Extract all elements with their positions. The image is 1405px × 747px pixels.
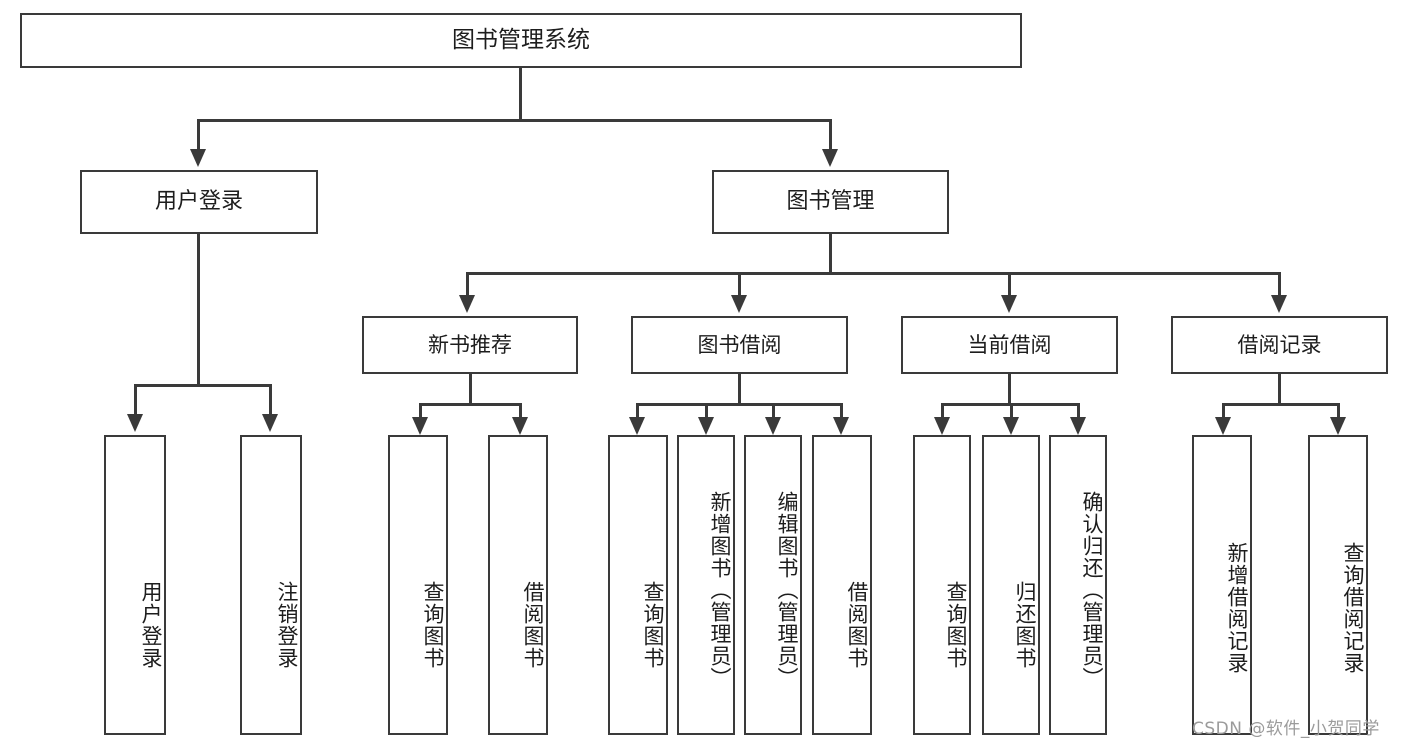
leaf-current-borrow-return[interactable]: 归还图书 <box>982 435 1040 735</box>
node-label: 新增图书（管理员） <box>708 491 732 689</box>
leaf-user-login-logout[interactable]: 注销登录 <box>240 435 302 735</box>
connector-borrow-record-stem <box>1278 374 1281 405</box>
arrowhead-icon <box>833 417 849 435</box>
arrowhead-icon <box>262 414 278 432</box>
connector-book-borrow-branch-4 <box>840 403 843 419</box>
leaf-book-borrow-borrow[interactable]: 借阅图书 <box>812 435 872 735</box>
connector-new-book-stem <box>469 374 472 405</box>
connector-book-manage-branch-2 <box>738 272 741 298</box>
connector-book-borrow-branch-2 <box>705 403 708 419</box>
arrowhead-icon <box>127 414 143 432</box>
arrowhead-icon <box>629 417 645 435</box>
connector-book-manage-stem <box>829 234 832 274</box>
node-label: 查询图书 <box>641 581 665 669</box>
arrowhead-icon <box>512 417 528 435</box>
connector-borrow-record-branch-1 <box>1222 403 1225 419</box>
connector-current-borrow-branch-2 <box>1010 403 1013 419</box>
arrowhead-icon <box>1215 417 1231 435</box>
leaf-new-book-query[interactable]: 查询图书 <box>388 435 448 735</box>
node-label: 查询图书 <box>421 581 445 669</box>
leaf-book-borrow-add-admin[interactable]: 新增图书（管理员） <box>677 435 735 735</box>
connector-book-manage-branch-1 <box>466 272 469 298</box>
node-current-borrow[interactable]: 当前借阅 <box>901 316 1118 374</box>
node-label: 查询借阅记录 <box>1341 541 1365 674</box>
connector-new-book-branch-1 <box>419 403 422 419</box>
connector-book-borrow-branch-3 <box>772 403 775 419</box>
connector-book-manage-branch-3 <box>1008 272 1011 298</box>
connector-book-manage-bar <box>466 272 1280 275</box>
arrowhead-icon <box>731 295 747 313</box>
arrowhead-icon <box>190 149 206 167</box>
connector-new-book-bar <box>419 403 522 406</box>
connector-book-manage-branch-4 <box>1278 272 1281 298</box>
connector-borrow-record-bar <box>1222 403 1340 406</box>
arrowhead-icon <box>698 417 714 435</box>
connector-user-login-bar <box>134 384 271 387</box>
arrowhead-icon <box>934 417 950 435</box>
arrowhead-icon <box>1003 417 1019 435</box>
connector-book-borrow-branch-1 <box>636 403 639 419</box>
node-borrow-record[interactable]: 借阅记录 <box>1171 316 1388 374</box>
arrowhead-icon <box>412 417 428 435</box>
node-label: 用户登录 <box>154 189 243 215</box>
leaf-book-borrow-edit-admin[interactable]: 编辑图书（管理员） <box>744 435 802 735</box>
node-label: 查询图书 <box>944 581 968 669</box>
node-label: 图书管理 <box>786 189 875 215</box>
node-label: 图书借阅 <box>697 332 782 357</box>
node-user-login[interactable]: 用户登录 <box>80 170 318 234</box>
node-label: 归还图书 <box>1013 581 1037 669</box>
node-label: 借阅图书 <box>521 581 545 669</box>
arrowhead-icon <box>822 149 838 167</box>
node-label: 注销登录 <box>275 581 299 669</box>
leaf-borrow-record-add[interactable]: 新增借阅记录 <box>1192 435 1252 735</box>
arrowhead-icon <box>1070 417 1086 435</box>
node-label: 编辑图书（管理员） <box>775 491 799 689</box>
node-label: 图书管理系统 <box>452 27 590 54</box>
connector-book-borrow-stem <box>738 374 741 405</box>
leaf-current-borrow-query[interactable]: 查询图书 <box>913 435 971 735</box>
connector-root-to-book-manage <box>829 119 832 151</box>
leaf-new-book-borrow[interactable]: 借阅图书 <box>488 435 548 735</box>
arrowhead-icon <box>1271 295 1287 313</box>
connector-user-login-stem <box>197 234 200 386</box>
connector-user-login-branch-1 <box>134 384 137 417</box>
connector-current-borrow-branch-3 <box>1077 403 1080 419</box>
node-label: 新增借阅记录 <box>1225 541 1249 674</box>
leaf-user-login-login[interactable]: 用户登录 <box>104 435 166 735</box>
connector-current-borrow-stem <box>1008 374 1011 405</box>
arrowhead-icon <box>459 295 475 313</box>
node-new-book-recommend[interactable]: 新书推荐 <box>362 316 578 374</box>
node-label: 借阅图书 <box>845 581 869 669</box>
connector-root-to-user-login <box>197 119 200 151</box>
node-root-system[interactable]: 图书管理系统 <box>20 13 1022 68</box>
node-label: 用户登录 <box>139 581 163 669</box>
connector-borrow-record-branch-2 <box>1337 403 1340 419</box>
node-label: 确认归还（管理员） <box>1080 491 1104 689</box>
node-book-borrow[interactable]: 图书借阅 <box>631 316 848 374</box>
connector-new-book-branch-2 <box>519 403 522 419</box>
node-book-management[interactable]: 图书管理 <box>712 170 949 234</box>
connector-root-bar <box>197 119 832 122</box>
leaf-borrow-record-query[interactable]: 查询借阅记录 <box>1308 435 1368 735</box>
arrowhead-icon <box>1330 417 1346 435</box>
connector-current-borrow-branch-1 <box>941 403 944 419</box>
leaf-book-borrow-query[interactable]: 查询图书 <box>608 435 668 735</box>
node-label: 新书推荐 <box>428 332 512 357</box>
connector-book-borrow-bar <box>636 403 842 406</box>
node-label: 当前借阅 <box>967 332 1052 357</box>
arrowhead-icon <box>1001 295 1017 313</box>
node-label: 借阅记录 <box>1237 332 1322 357</box>
arrowhead-icon <box>765 417 781 435</box>
connector-user-login-branch-2 <box>269 384 272 417</box>
leaf-current-borrow-confirm-admin[interactable]: 确认归还（管理员） <box>1049 435 1107 735</box>
connector-root-stem <box>519 68 522 120</box>
